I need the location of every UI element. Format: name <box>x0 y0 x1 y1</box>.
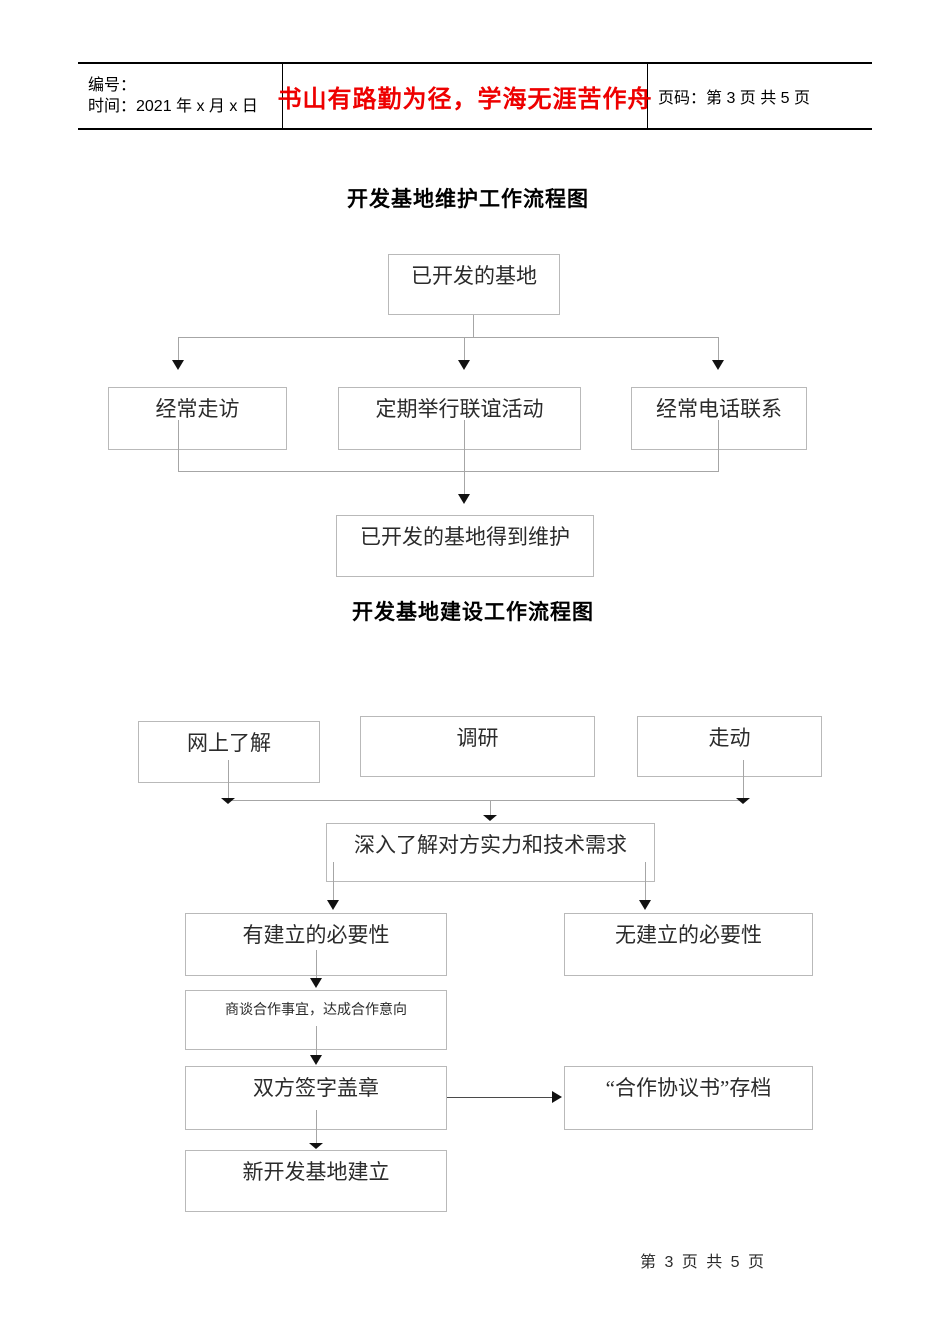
arrow-down-icon <box>712 360 724 370</box>
connector-line <box>473 315 474 337</box>
arrow-down-icon <box>483 815 497 821</box>
flow-node-label: 有建立的必要性 <box>242 923 390 947</box>
connector-line <box>464 337 465 363</box>
header-motto-text: 书山有路勤为径，学海无涯苦作舟 <box>277 86 653 113</box>
flow-node-label: 调研 <box>456 726 499 750</box>
flow-node-label: 已开发的基地 <box>411 264 537 288</box>
flow-node-developed-base: 已开发的基地 <box>388 254 560 315</box>
flow-node-archive-agreement: “合作协议书”存档 <box>564 1066 813 1130</box>
flow-node-online-research: 网上了解 <box>138 721 320 783</box>
connector-line <box>178 420 179 471</box>
arrow-right-icon <box>552 1091 562 1103</box>
connector-line <box>464 420 465 471</box>
arrow-down-icon <box>639 900 651 910</box>
header-cell-page: 页码：第 3 页 共 5 页 <box>648 64 872 128</box>
connector-line <box>490 800 491 818</box>
arrow-down-icon <box>310 1055 322 1065</box>
connector-line <box>178 337 719 338</box>
connector-line <box>645 862 646 902</box>
flow-node-base-maintained: 已开发的基地得到维护 <box>336 515 594 577</box>
flow-node-label: 新开发基地建立 <box>242 1160 390 1184</box>
chart-2-title: 开发基地建设工作流程图 <box>352 600 594 624</box>
arrow-down-icon <box>309 1143 323 1149</box>
connector-line <box>333 862 334 902</box>
connector-line <box>718 337 719 363</box>
connector-line <box>316 1026 317 1060</box>
flow-node-field-survey: 调研 <box>360 716 595 777</box>
connector-line <box>178 471 719 472</box>
flow-node-label: 网上了解 <box>187 731 271 755</box>
arrow-down-icon <box>172 360 184 370</box>
flow-node-necessary-no: 无建立的必要性 <box>564 913 813 976</box>
connector-line <box>178 337 179 363</box>
flow-node-label: 深入了解对方实力和技术需求 <box>354 833 627 857</box>
header-cell-meta: 编号： 时间：2021 年 x 月 x 日 <box>78 64 283 128</box>
flow-node-label: 双方签字盖章 <box>253 1076 379 1100</box>
flow-node-frequent-visits: 经常走访 <box>108 387 287 450</box>
connector-line <box>228 760 229 800</box>
arrow-down-icon <box>736 798 750 804</box>
footer-page-number: 第 3 页 共 5 页 <box>640 1254 767 1271</box>
flow-node-label: 已开发的基地得到维护 <box>360 525 570 549</box>
arrow-down-icon <box>458 360 470 370</box>
connector-line <box>718 420 719 471</box>
arrow-down-icon <box>310 978 322 988</box>
flow-node-deep-understanding: 深入了解对方实力和技术需求 <box>326 823 655 882</box>
arrow-down-icon <box>221 798 235 804</box>
connector-line <box>743 760 744 800</box>
flow-node-label: 经常电话联系 <box>656 397 782 421</box>
flow-node-label: 经常走访 <box>155 397 240 421</box>
header-date: 时间：2021 年 x 月 x 日 <box>88 98 258 115</box>
header-serial-number: 编号： <box>88 77 137 94</box>
connector-line <box>316 950 317 982</box>
flow-node-label: 走动 <box>708 726 751 750</box>
flow-node-label: 无建立的必要性 <box>615 923 762 947</box>
document-header-table: 编号： 时间：2021 年 x 月 x 日 书山有路勤为径，学海无涯苦作舟 页码… <box>78 62 872 130</box>
flow-node-visiting: 走动 <box>637 716 822 777</box>
connector-line <box>316 1110 317 1146</box>
flow-node-label: 商谈合作事宜，达成合作意向 <box>225 1003 407 1018</box>
header-page-label: 页码：第 3 页 共 5 页 <box>658 90 811 107</box>
header-cell-motto: 书山有路勤为径，学海无涯苦作舟 <box>278 64 652 128</box>
chart-1-title: 开发基地维护工作流程图 <box>347 187 589 211</box>
flow-node-phone-contact: 经常电话联系 <box>631 387 807 450</box>
connector-line <box>447 1097 553 1098</box>
arrow-down-icon <box>327 900 339 910</box>
flow-node-regular-events: 定期举行联谊活动 <box>338 387 581 450</box>
flow-node-new-base-established: 新开发基地建立 <box>185 1150 447 1212</box>
arrow-down-icon <box>458 494 470 504</box>
flow-node-label: “合作协议书”存档 <box>605 1076 772 1100</box>
flow-node-label: 定期举行联谊活动 <box>375 397 544 421</box>
connector-line <box>228 800 744 801</box>
connector-line <box>464 471 465 497</box>
